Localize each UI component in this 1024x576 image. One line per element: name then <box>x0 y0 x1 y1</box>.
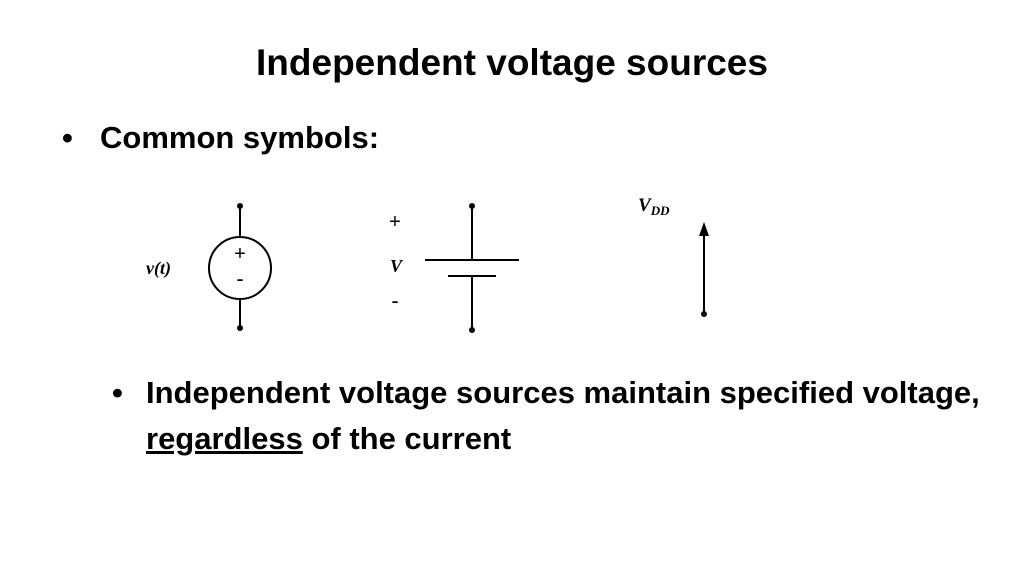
bullet-common-symbols: • Common symbols: <box>62 116 379 160</box>
bullet-text-before: Independent voltage sources maintain spe… <box>146 375 980 410</box>
supply-label-main: V <box>638 195 652 216</box>
bullet-independent-sources: • Independent voltage sources maintain s… <box>112 370 992 462</box>
slide-title: Independent voltage sources <box>256 42 768 83</box>
battery-voltage-source-symbol: + V - <box>389 203 519 333</box>
bullet-text-emphasis: regardless <box>146 421 303 456</box>
supply-arrow-head <box>699 222 709 236</box>
voltage-source-symbols: v(t) + - + V - VDD <box>146 195 709 333</box>
bullet-marker: • <box>62 120 73 155</box>
bullet-marker: • <box>112 375 123 410</box>
supply-label-subscript: DD <box>650 203 670 218</box>
circle-source-label: v(t) <box>146 258 171 279</box>
circle-source-plus: + <box>234 243 246 265</box>
circle-source-bottom-terminal <box>237 325 243 331</box>
supply-arrow-symbol: VDD <box>638 195 709 317</box>
battery-source-minus: - <box>391 288 398 313</box>
bullet-text: Independent voltage sources maintain spe… <box>146 370 992 462</box>
bullet-text-after: of the current <box>302 421 512 456</box>
bullet-text: Common symbols: <box>100 120 380 155</box>
circle-voltage-source-symbol: v(t) + - <box>146 203 272 331</box>
supply-label: VDD <box>638 195 670 218</box>
battery-source-bottom-terminal <box>469 327 475 333</box>
circle-source-minus: - <box>236 266 243 291</box>
circle-source-top-terminal <box>237 203 243 209</box>
supply-arrow-terminal <box>701 311 707 317</box>
battery-source-plus: + <box>389 211 401 233</box>
battery-source-label: V <box>390 256 404 276</box>
